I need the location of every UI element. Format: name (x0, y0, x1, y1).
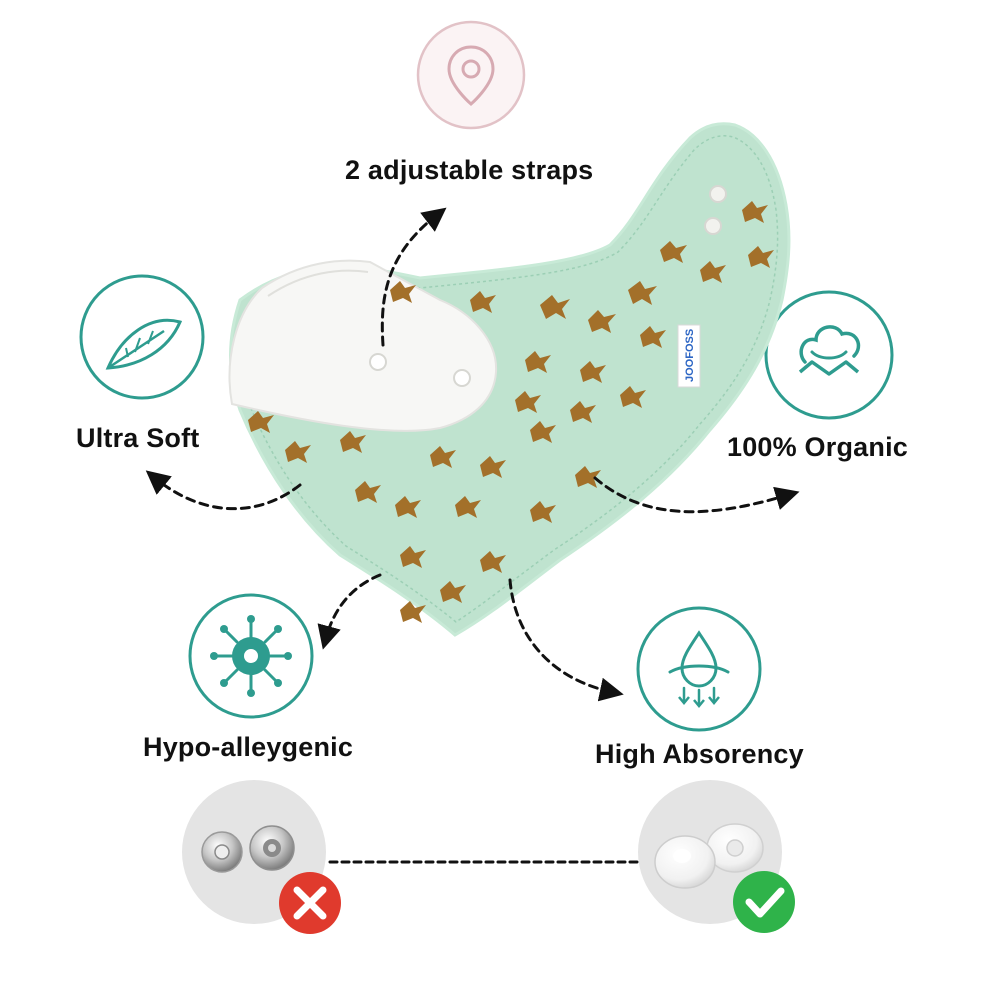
bird-pattern (248, 201, 774, 623)
arrow-soft (145, 470, 302, 511)
svg-text:JOOFOSS: JOOFOSS (684, 329, 696, 382)
arrow-organic (593, 476, 800, 514)
feather-icon (79, 274, 205, 400)
feature-label-hypo: Hypo-alleygenic (143, 732, 354, 762)
feature-label-organic: 100% Organic (727, 432, 908, 462)
feature-label-soft: Ultra Soft (76, 423, 200, 453)
arrow-straps (380, 207, 447, 347)
feature-label-straps: 2 adjustable straps (345, 155, 594, 185)
cotton-flower-icon (764, 290, 894, 420)
arrow-absorb (508, 578, 624, 702)
bandana-bib: JOOFOSS (228, 122, 791, 637)
location-pin-icon (416, 20, 526, 130)
connector-arrows (145, 207, 800, 864)
brand-tag: JOOFOSS (677, 324, 701, 388)
check-icon (733, 871, 795, 933)
arrow-hypo (317, 573, 382, 650)
water-drop-icon (636, 606, 762, 732)
virus-icon (188, 593, 314, 719)
feature-label-absorb: High Absorency (595, 739, 804, 769)
cross-icon (279, 872, 341, 934)
